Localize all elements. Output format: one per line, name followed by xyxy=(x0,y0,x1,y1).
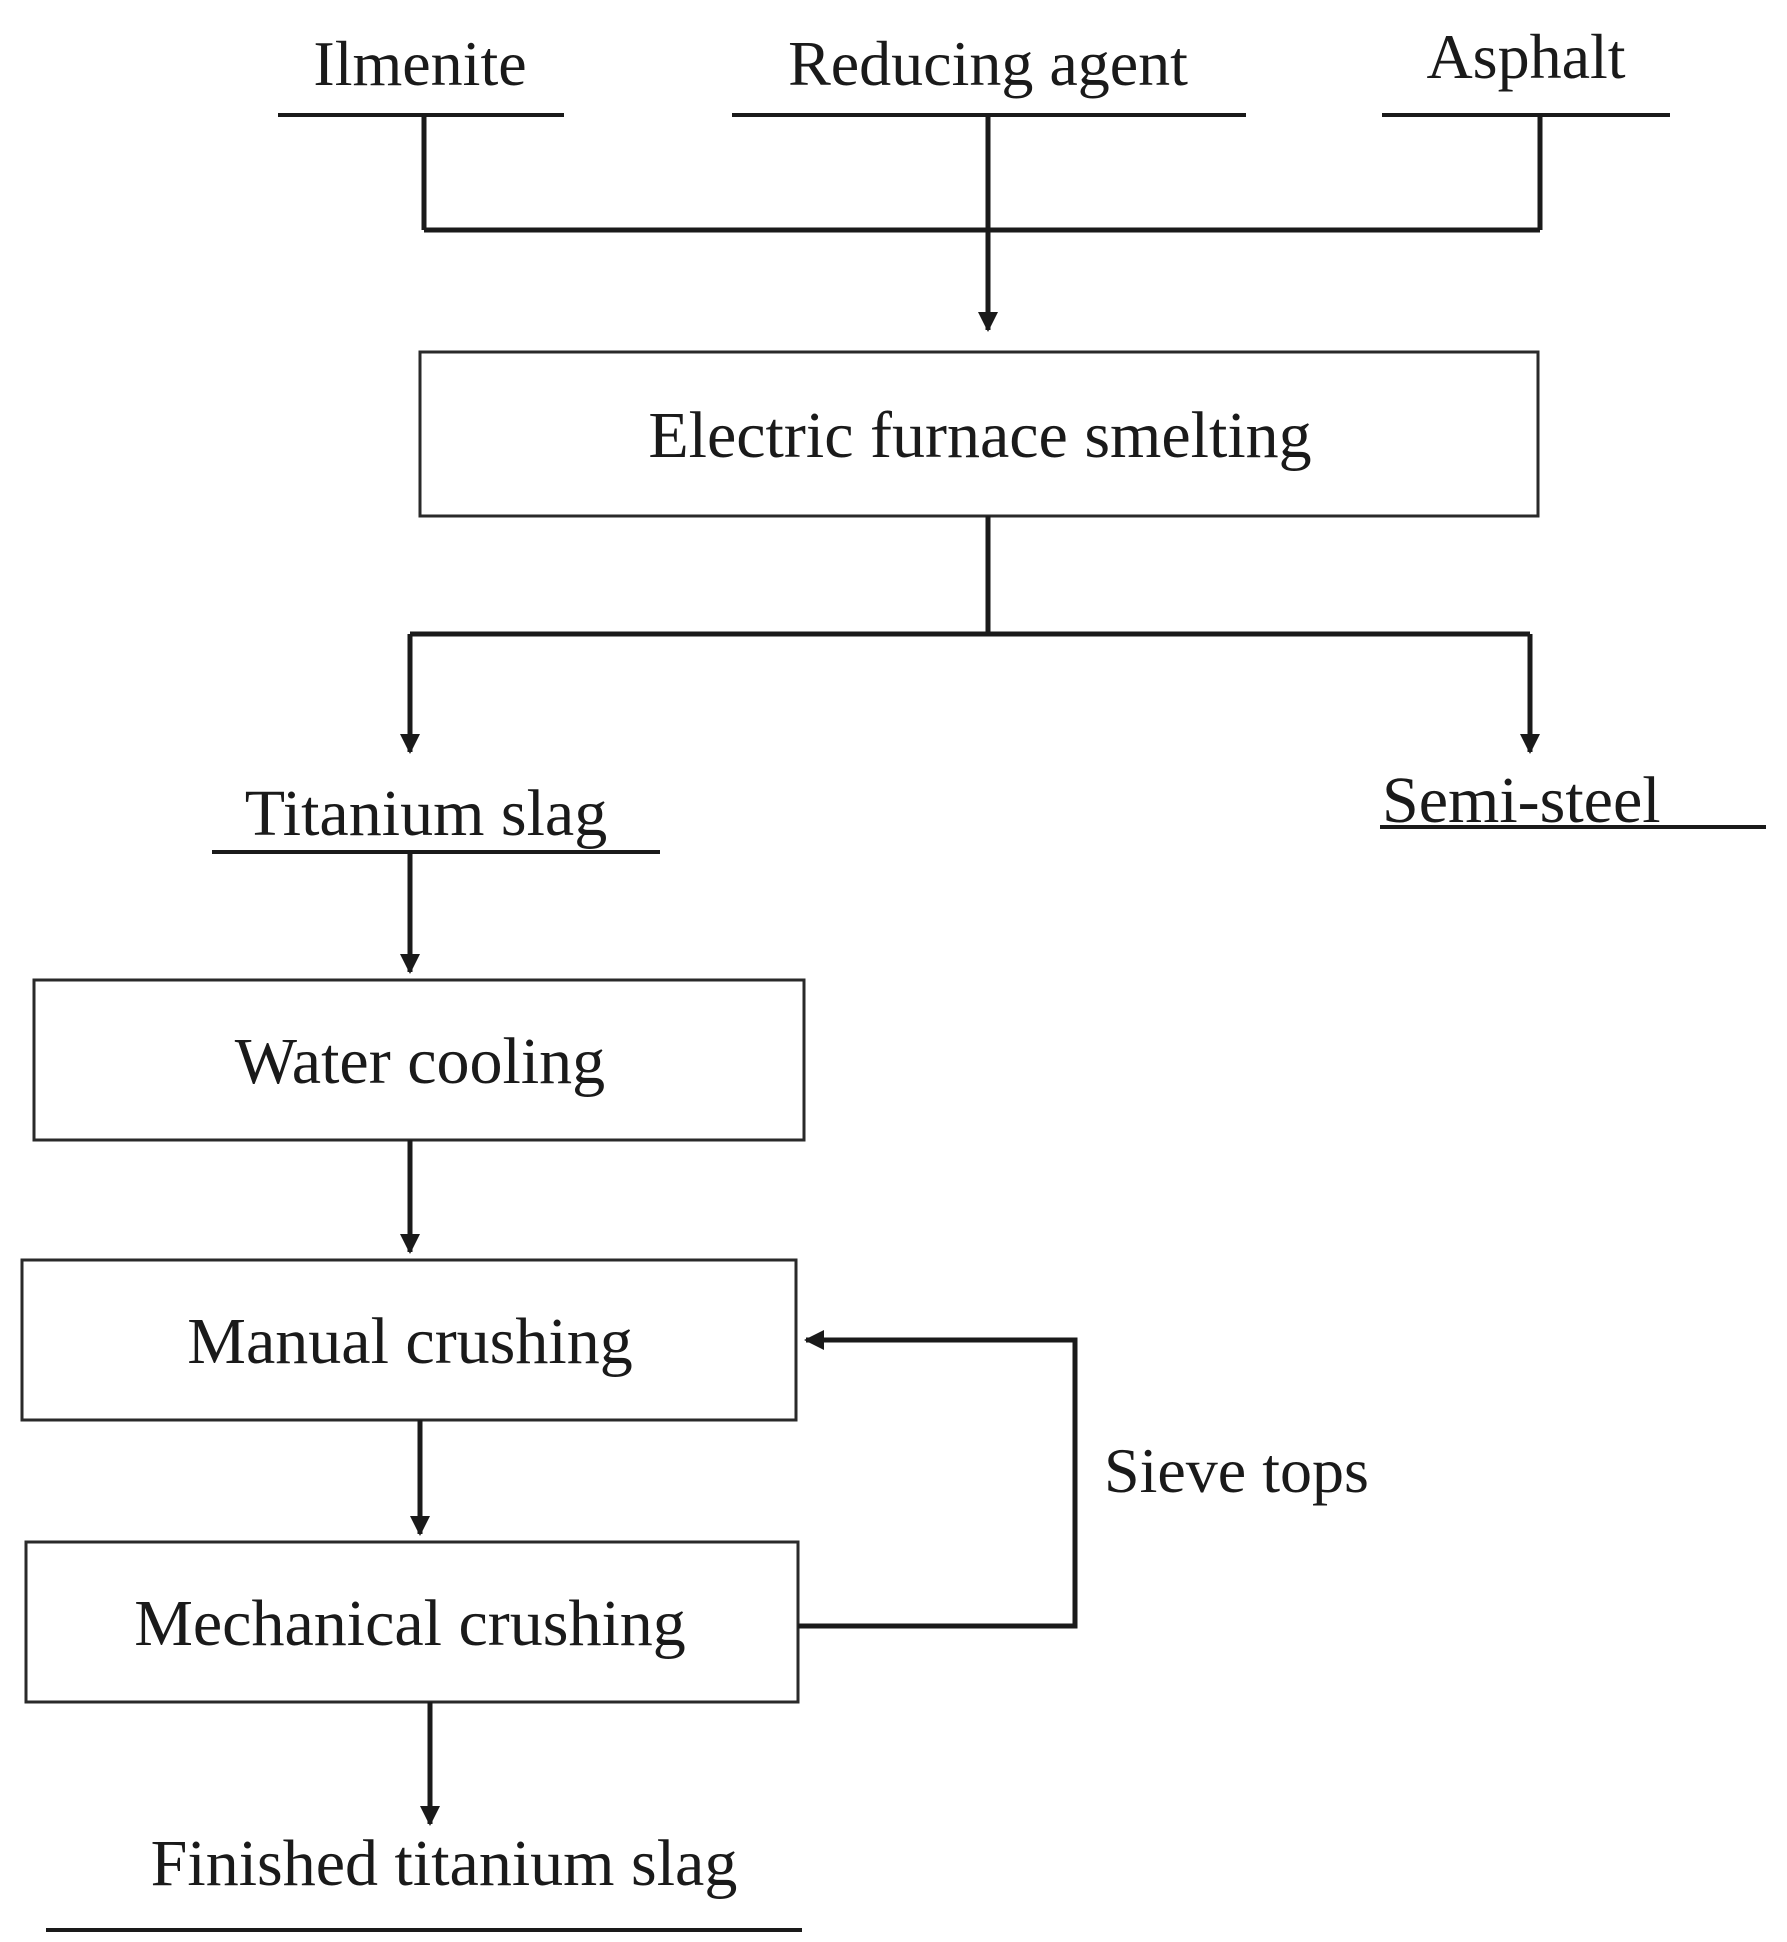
step-mechanical-crushing-label: Mechanical crushing xyxy=(134,1587,686,1660)
input-reducing-agent-label: Reducing agent xyxy=(788,28,1188,99)
product-finished-label: Finished titanium slag xyxy=(151,1827,738,1900)
step-mechanical-crushing-box xyxy=(24,1540,800,1704)
loop-sieve-tops-label: Sieve tops xyxy=(1104,1435,1369,1506)
input-ilmenite-label: Ilmenite xyxy=(313,28,526,99)
product-titanium-slag-label: Titanium slag xyxy=(245,777,607,850)
step-manual-crushing-box xyxy=(20,1258,798,1422)
step-electric-furnace-label: Electric furnace smelting xyxy=(648,399,1311,472)
product-semi-steel-label: Semi-steel xyxy=(1382,764,1661,837)
step-electric-furnace-box xyxy=(418,350,1540,518)
step-water-cooling-box xyxy=(32,978,806,1142)
input-asphalt-label: Asphalt xyxy=(1426,21,1625,92)
step-manual-crushing-label: Manual crushing xyxy=(187,1305,632,1378)
step-water-cooling-label: Water cooling xyxy=(235,1025,605,1098)
arrow-sieve-tops-loop xyxy=(798,1330,1078,1629)
